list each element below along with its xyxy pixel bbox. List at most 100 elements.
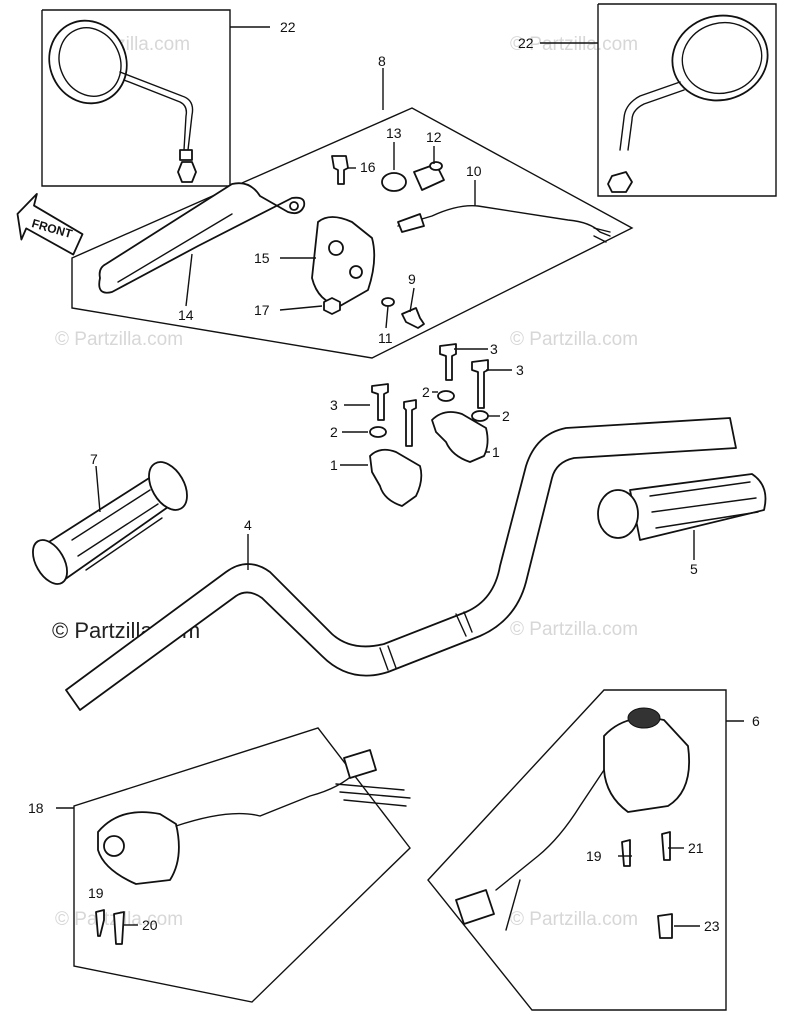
left-switch-harness bbox=[175, 771, 357, 827]
mirror-right-rim bbox=[681, 21, 763, 95]
watermark: © Partzilla.com bbox=[510, 909, 638, 930]
callout-3: 3 bbox=[490, 341, 498, 357]
callout-7: 7 bbox=[90, 451, 98, 467]
grip-left-texture bbox=[71, 489, 163, 571]
mirror-left-glass bbox=[48, 19, 128, 105]
left-switch-housing bbox=[97, 811, 180, 885]
callout-3: 3 bbox=[330, 397, 338, 413]
washer-11 bbox=[381, 297, 395, 307]
right-switch-connector bbox=[455, 889, 495, 925]
callouts: 22 22 8 13 12 10 16 15 17 9 11 14 3 3 3 … bbox=[28, 19, 760, 934]
washer-2b bbox=[437, 390, 455, 402]
mirror-left-stem-inner bbox=[123, 79, 188, 151]
callout-16: 16 bbox=[360, 159, 376, 175]
locknut-13 bbox=[381, 172, 407, 192]
lever bbox=[98, 182, 306, 294]
washer-2a bbox=[369, 426, 387, 438]
watermark: © Partzilla.com bbox=[510, 619, 638, 640]
callout-2: 2 bbox=[422, 384, 430, 400]
callout-11: 11 bbox=[378, 330, 393, 346]
screw-19-right bbox=[621, 839, 631, 867]
callout-5: 5 bbox=[690, 561, 698, 577]
callout-22: 22 bbox=[280, 19, 296, 35]
grip-left-flange bbox=[148, 461, 188, 511]
washer-2c bbox=[471, 410, 489, 422]
callout-18: 18 bbox=[28, 800, 44, 816]
mirror-right-group bbox=[597, 3, 777, 197]
lever-assembly-group bbox=[71, 107, 634, 359]
grip-right-body bbox=[629, 473, 767, 541]
callout-3: 3 bbox=[516, 362, 524, 378]
right-switch-group bbox=[427, 689, 727, 1011]
lever-ridge bbox=[117, 213, 233, 283]
right-switch-frame bbox=[427, 689, 727, 1011]
left-switch-connector bbox=[343, 749, 377, 779]
handlebar-knurling bbox=[379, 611, 473, 671]
front-arrow: FRONT bbox=[16, 193, 84, 256]
handlebar-holders bbox=[369, 343, 489, 507]
lever-hole bbox=[289, 201, 299, 211]
left-switch-group bbox=[73, 727, 411, 1003]
bolt-16 bbox=[331, 155, 349, 185]
grip-left bbox=[32, 461, 188, 585]
lever-holder-bore bbox=[328, 240, 344, 256]
callout-19: 19 bbox=[586, 848, 602, 864]
bolt-9 bbox=[401, 307, 425, 329]
holder-left bbox=[369, 448, 423, 507]
callout-15: 15 bbox=[254, 250, 270, 266]
right-switch-lead bbox=[505, 879, 521, 931]
grip-right-flange bbox=[597, 489, 639, 539]
callout-20: 20 bbox=[142, 917, 158, 933]
callout-17: 17 bbox=[254, 302, 270, 318]
nut-17 bbox=[323, 297, 341, 315]
watermark: © Partzilla.com bbox=[510, 329, 638, 350]
mirror-left-group bbox=[41, 9, 231, 187]
callout-1: 1 bbox=[492, 444, 500, 460]
screw-20 bbox=[113, 911, 125, 945]
handlebar-tube bbox=[65, 417, 737, 711]
mirror-right-frame bbox=[597, 3, 777, 197]
callout-1: 1 bbox=[330, 457, 338, 473]
lever-holder-bore bbox=[349, 265, 363, 279]
right-switch-housing bbox=[603, 717, 690, 813]
holder-right bbox=[431, 411, 489, 463]
switch-wire bbox=[397, 205, 611, 237]
adjuster-12-head bbox=[429, 161, 443, 171]
mirror-right-stem bbox=[619, 81, 681, 151]
callout-9: 9 bbox=[408, 271, 416, 287]
switch-body bbox=[397, 213, 425, 233]
left-switch-bore bbox=[103, 835, 125, 857]
callout-10: 10 bbox=[466, 163, 482, 179]
screw-19-left bbox=[95, 909, 105, 937]
lever-assembly-frame bbox=[71, 107, 634, 359]
callout-8: 8 bbox=[378, 53, 386, 69]
screw-23 bbox=[657, 913, 673, 939]
callout-13: 13 bbox=[386, 125, 402, 141]
grip-right bbox=[597, 473, 767, 541]
left-switch-leads bbox=[335, 783, 411, 807]
grip-left-end bbox=[32, 539, 68, 585]
watermark: © Partzilla.com bbox=[55, 329, 183, 350]
grip-right-texture bbox=[649, 481, 759, 529]
left-switch-frame bbox=[73, 727, 411, 1003]
mirror-right-glass bbox=[671, 14, 769, 102]
mirror-left-rim bbox=[58, 27, 122, 97]
callout-22: 22 bbox=[518, 35, 534, 51]
callout-2: 2 bbox=[502, 408, 510, 424]
callout-12: 12 bbox=[426, 129, 442, 145]
callout-21: 21 bbox=[688, 840, 704, 856]
callout-6: 6 bbox=[752, 713, 760, 729]
callout-23: 23 bbox=[704, 918, 720, 934]
mirror-right-nut bbox=[607, 171, 633, 193]
right-switch-harness bbox=[495, 769, 605, 891]
mirror-left-nut bbox=[177, 161, 197, 183]
bolt-3b bbox=[439, 343, 457, 381]
bolt-3a bbox=[371, 383, 389, 421]
right-switch-knob bbox=[627, 707, 661, 729]
screw-21 bbox=[661, 831, 671, 861]
lever-holder bbox=[311, 216, 376, 307]
mirror-right-stem-inner bbox=[627, 89, 685, 151]
callout-14: 14 bbox=[178, 307, 194, 323]
